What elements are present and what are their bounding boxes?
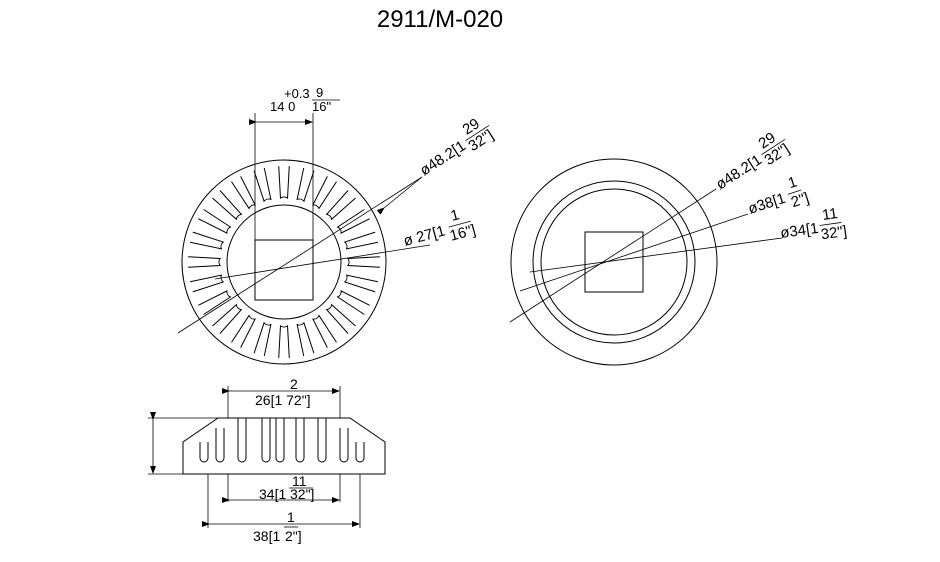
front-fin xyxy=(189,274,225,293)
front-outer-dia-bar xyxy=(465,125,490,142)
front-fin xyxy=(296,321,315,357)
back-mid-dia-label: ø38[1 1 2"] xyxy=(746,173,811,218)
side-slots xyxy=(199,418,365,463)
front-fin xyxy=(312,176,337,210)
back-outer-dia-num: 29 xyxy=(756,129,779,152)
back-mid-dia-bar xyxy=(787,189,802,195)
back-outer-dia-bar xyxy=(761,139,786,156)
front-width-frac-den: 16" xyxy=(312,99,331,114)
front-fin xyxy=(253,321,272,357)
front-outer-leader-arrow xyxy=(376,176,423,215)
side-slot xyxy=(199,442,209,463)
front-fin xyxy=(212,190,243,221)
front-fin xyxy=(188,256,222,268)
back-mid-leader xyxy=(519,213,749,292)
side-mid-frac-den: 32"] xyxy=(290,486,314,502)
back-mid-dia-prefix: ø38[1 xyxy=(746,190,788,218)
front-fin xyxy=(336,209,370,234)
front-fin xyxy=(231,314,256,348)
back-inner-dia-label: ø34[1 11 32"] xyxy=(779,205,848,243)
front-width-value: 14 0 xyxy=(270,99,295,114)
drawing-title: 2911/M-020 xyxy=(377,6,503,33)
front-fin xyxy=(312,314,337,348)
side-top-frac-num: 2 xyxy=(290,376,298,392)
front-fin xyxy=(325,303,356,334)
side-top-value: 26[1 72"] xyxy=(255,392,311,408)
front-inner-leader xyxy=(214,244,431,280)
back-inner-dia-den: 32"] xyxy=(820,223,848,243)
front-fin xyxy=(296,167,315,203)
back-outer-circle xyxy=(510,158,718,366)
front-fin xyxy=(343,274,379,293)
side-mid-frac-num: 11 xyxy=(292,473,307,489)
front-view: +0.3 14 0 9 16" ø48.2[1 29 32"] ø 27[1 1… xyxy=(177,85,497,365)
front-inner-dia-num: 1 xyxy=(449,206,461,225)
side-slot xyxy=(339,428,349,463)
side-slot xyxy=(275,418,285,463)
back-mid-dia-den: 2"] xyxy=(789,189,811,211)
front-fins xyxy=(188,166,380,358)
back-inner-dia-bar xyxy=(819,222,842,226)
front-inner-dia-bar xyxy=(448,220,471,228)
front-fin xyxy=(343,231,379,250)
back-inner-dia-prefix: ø34[1 xyxy=(779,220,819,242)
front-fin xyxy=(278,324,290,358)
front-fin xyxy=(198,290,232,315)
front-fin xyxy=(325,190,356,221)
side-slot xyxy=(295,418,305,463)
front-fin xyxy=(212,303,243,334)
front-fin xyxy=(336,290,370,315)
front-fin xyxy=(346,256,380,268)
front-outer-leader xyxy=(177,176,423,334)
front-fin xyxy=(231,176,256,210)
side-bottom-prefix: 38[1 xyxy=(253,528,280,544)
back-mid-dia-num: 1 xyxy=(786,173,799,192)
front-width-frac-num: 9 xyxy=(316,85,323,100)
front-square-hole xyxy=(254,239,314,301)
side-slot xyxy=(317,418,327,463)
back-mid-circle xyxy=(532,180,696,344)
front-outer-circle xyxy=(181,159,387,365)
front-fin xyxy=(278,166,290,200)
front-outer-dia-label: ø48.2[1 29 32"] xyxy=(417,115,497,179)
back-view: ø48.2[1 29 32"] ø38[1 1 2"] ø34[1 11 32"… xyxy=(509,129,848,366)
side-view: 2 26[1 72"] 34[1 11 32"] 38[1 1 2"] xyxy=(148,376,386,544)
front-fin xyxy=(253,167,272,203)
front-inner-circle xyxy=(226,204,342,320)
front-outer-dia-prefix: ø48.2[1 xyxy=(417,137,469,179)
back-inner-circle xyxy=(540,188,688,336)
front-width-tol: +0.3 xyxy=(284,86,310,101)
back-outer-leader xyxy=(509,188,717,323)
side-mid-prefix: 34[1 xyxy=(259,486,286,502)
side-slot xyxy=(215,428,225,463)
side-slot xyxy=(237,418,247,463)
side-bottom-frac-den: 2"] xyxy=(285,528,302,544)
back-square-hole xyxy=(584,231,644,293)
side-slot xyxy=(355,442,365,463)
front-inner-dia-label: ø 27[1 1 16"] xyxy=(402,206,478,250)
front-inner-dia-den: 16"] xyxy=(448,222,478,245)
back-outer-dia-label: ø48.2[1 29 32"] xyxy=(713,129,793,193)
back-inner-leader xyxy=(529,237,783,273)
side-bottom-frac-num: 1 xyxy=(287,509,295,525)
back-inner-dia-num: 11 xyxy=(821,205,839,224)
back-outer-dia-prefix: ø48.2[1 xyxy=(713,151,765,193)
front-fin xyxy=(189,231,225,250)
side-slot xyxy=(261,418,271,463)
front-fin xyxy=(198,209,232,234)
front-outer-dia-num: 29 xyxy=(460,115,483,138)
